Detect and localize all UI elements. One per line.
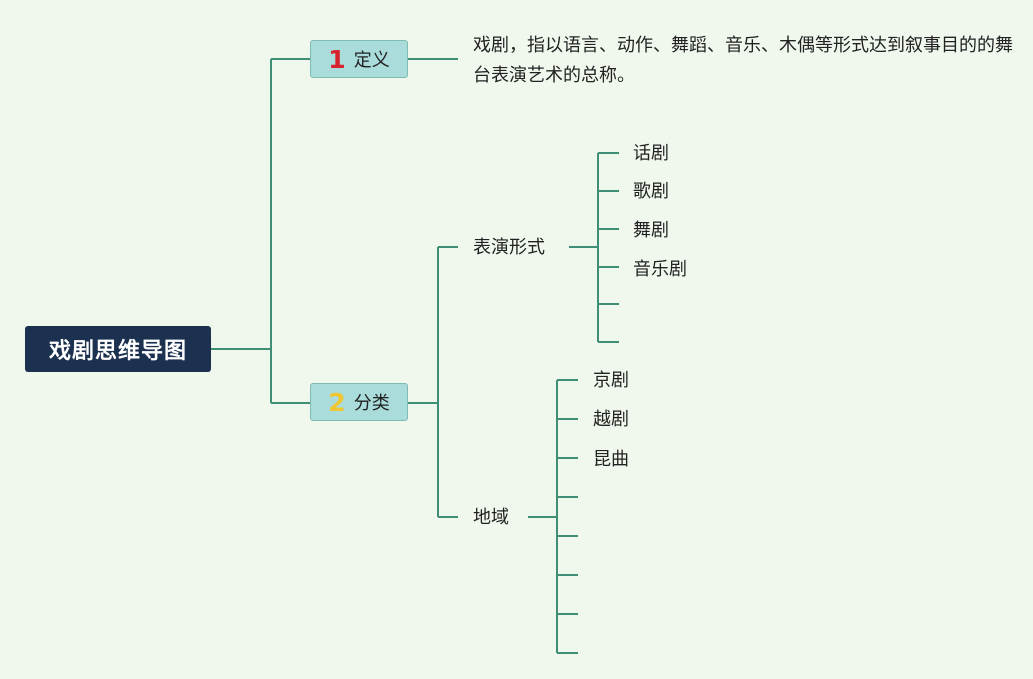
performance-item[interactable]: 音乐剧 bbox=[633, 259, 687, 280]
definition-label: 定义 bbox=[353, 50, 390, 71]
classification-number: 2 bbox=[328, 387, 346, 417]
performance-item[interactable]: 话剧 bbox=[633, 143, 669, 164]
classification-connector bbox=[408, 246, 458, 518]
performance-node[interactable]: 表演形式 bbox=[473, 237, 545, 258]
definition-number: 1 bbox=[328, 44, 346, 74]
region-item[interactable]: 昆曲 bbox=[593, 449, 629, 470]
region-item[interactable]: 京剧 bbox=[593, 370, 629, 391]
region-item[interactable]: 越剧 bbox=[593, 409, 629, 430]
classification-label: 分类 bbox=[353, 393, 390, 414]
performance-bracket bbox=[569, 152, 619, 343]
root-node[interactable]: 戏剧思维导图 bbox=[25, 326, 211, 372]
definition-text: 戏剧，指以语言、动作、舞蹈、音乐、木偶等形式达到叙事目的的舞台表演艺术的总称。 bbox=[473, 35, 1013, 86]
performance-item[interactable]: 舞剧 bbox=[633, 220, 669, 241]
region-node[interactable]: 地域 bbox=[473, 507, 509, 528]
region-bracket bbox=[528, 379, 578, 654]
classification-node[interactable]: 2 分类 bbox=[310, 383, 408, 421]
root-title: 戏剧思维导图 bbox=[48, 339, 187, 364]
performance-item[interactable]: 歌剧 bbox=[633, 181, 669, 202]
root-connector bbox=[211, 58, 310, 404]
definition-node[interactable]: 1 定义 bbox=[310, 40, 408, 78]
